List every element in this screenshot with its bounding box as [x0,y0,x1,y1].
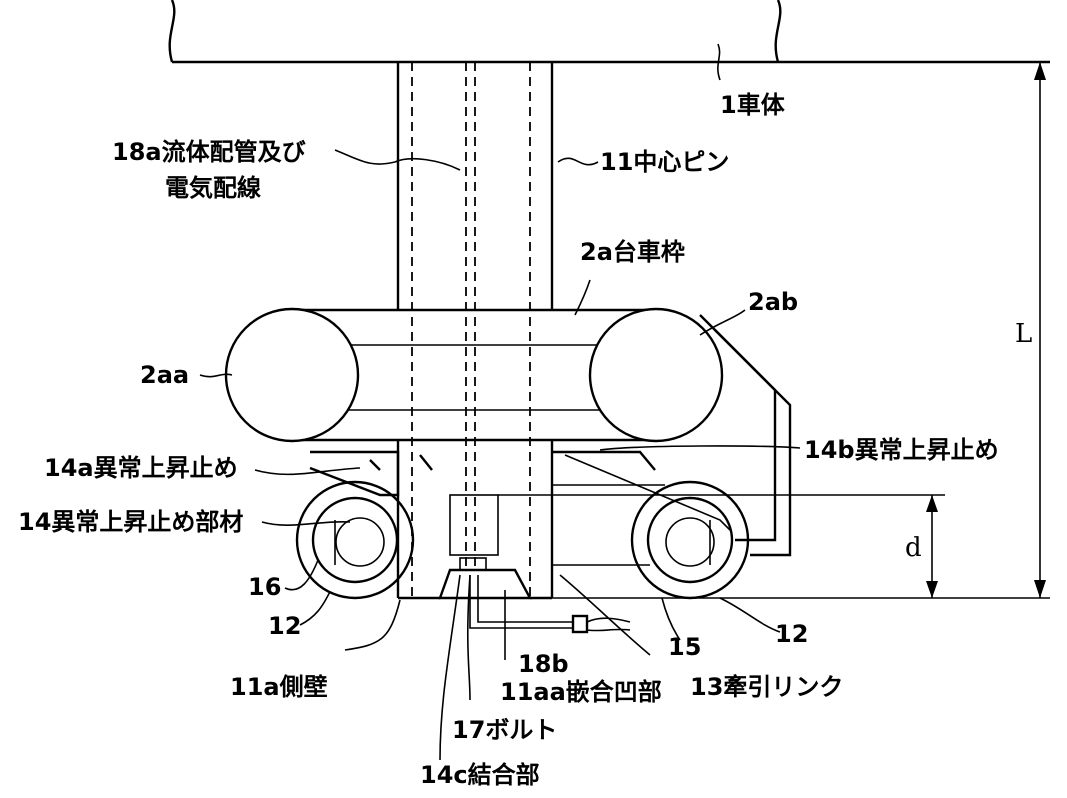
label-frame-aa: 2aa [140,361,189,389]
label-frame-ab: 2ab [748,288,798,316]
dimension-L [552,62,1050,599]
label-stop-14b: 14b異常上昇止め [804,436,999,464]
dimension-d [498,494,945,598]
bolt-head [459,557,487,571]
label-coupling: 14c結合部 [420,761,540,789]
labels: 1車体 18a流体配管及び 電気配線 11中心ピン 2a台車枠 2ab 2aa … [18,91,1032,789]
label-fitting-recess: 11aa嵌合凹部 [500,678,662,706]
label-part-16: 16 [248,573,281,601]
label-bogie-frame: 2a台車枠 [580,238,685,266]
leader-lines [199,149,801,761]
center-pin [396,62,554,600]
label-side-wall: 11a側壁 [230,673,328,701]
label-dim-L: L [1015,319,1032,349]
label-fluid-piping-line2: 電気配線 [165,174,261,202]
label-bolt: 17ボルト [452,716,557,744]
label-part-15: 15 [668,633,701,661]
label-traction-link: 13牽引リンク [690,673,843,701]
label-center-pin: 11中心ピン [600,148,729,176]
car-body [168,0,1050,81]
coupling-block [449,494,499,556]
abnormal-rise-stop [309,450,731,600]
label-part-12-right: 12 [775,620,808,648]
label-dim-d: d [905,533,922,563]
label-fluid-piping-line1: 18a流体配管及び [112,138,306,166]
label-stop-member-14: 14異常上昇止め部材 [18,508,243,536]
frame-end-2ab [588,307,724,443]
label-stop-14a: 14a異常上昇止め [44,454,238,482]
wheel-left [295,480,415,600]
fluid-pipe-18b [469,575,631,634]
bogie-frame [224,307,792,557]
label-part-18b: 18b [518,650,569,678]
label-car-body: 1車体 [720,91,786,119]
label-part-12-left: 12 [268,612,301,640]
wheel-right [630,480,750,600]
frame-end-2aa [224,307,360,443]
